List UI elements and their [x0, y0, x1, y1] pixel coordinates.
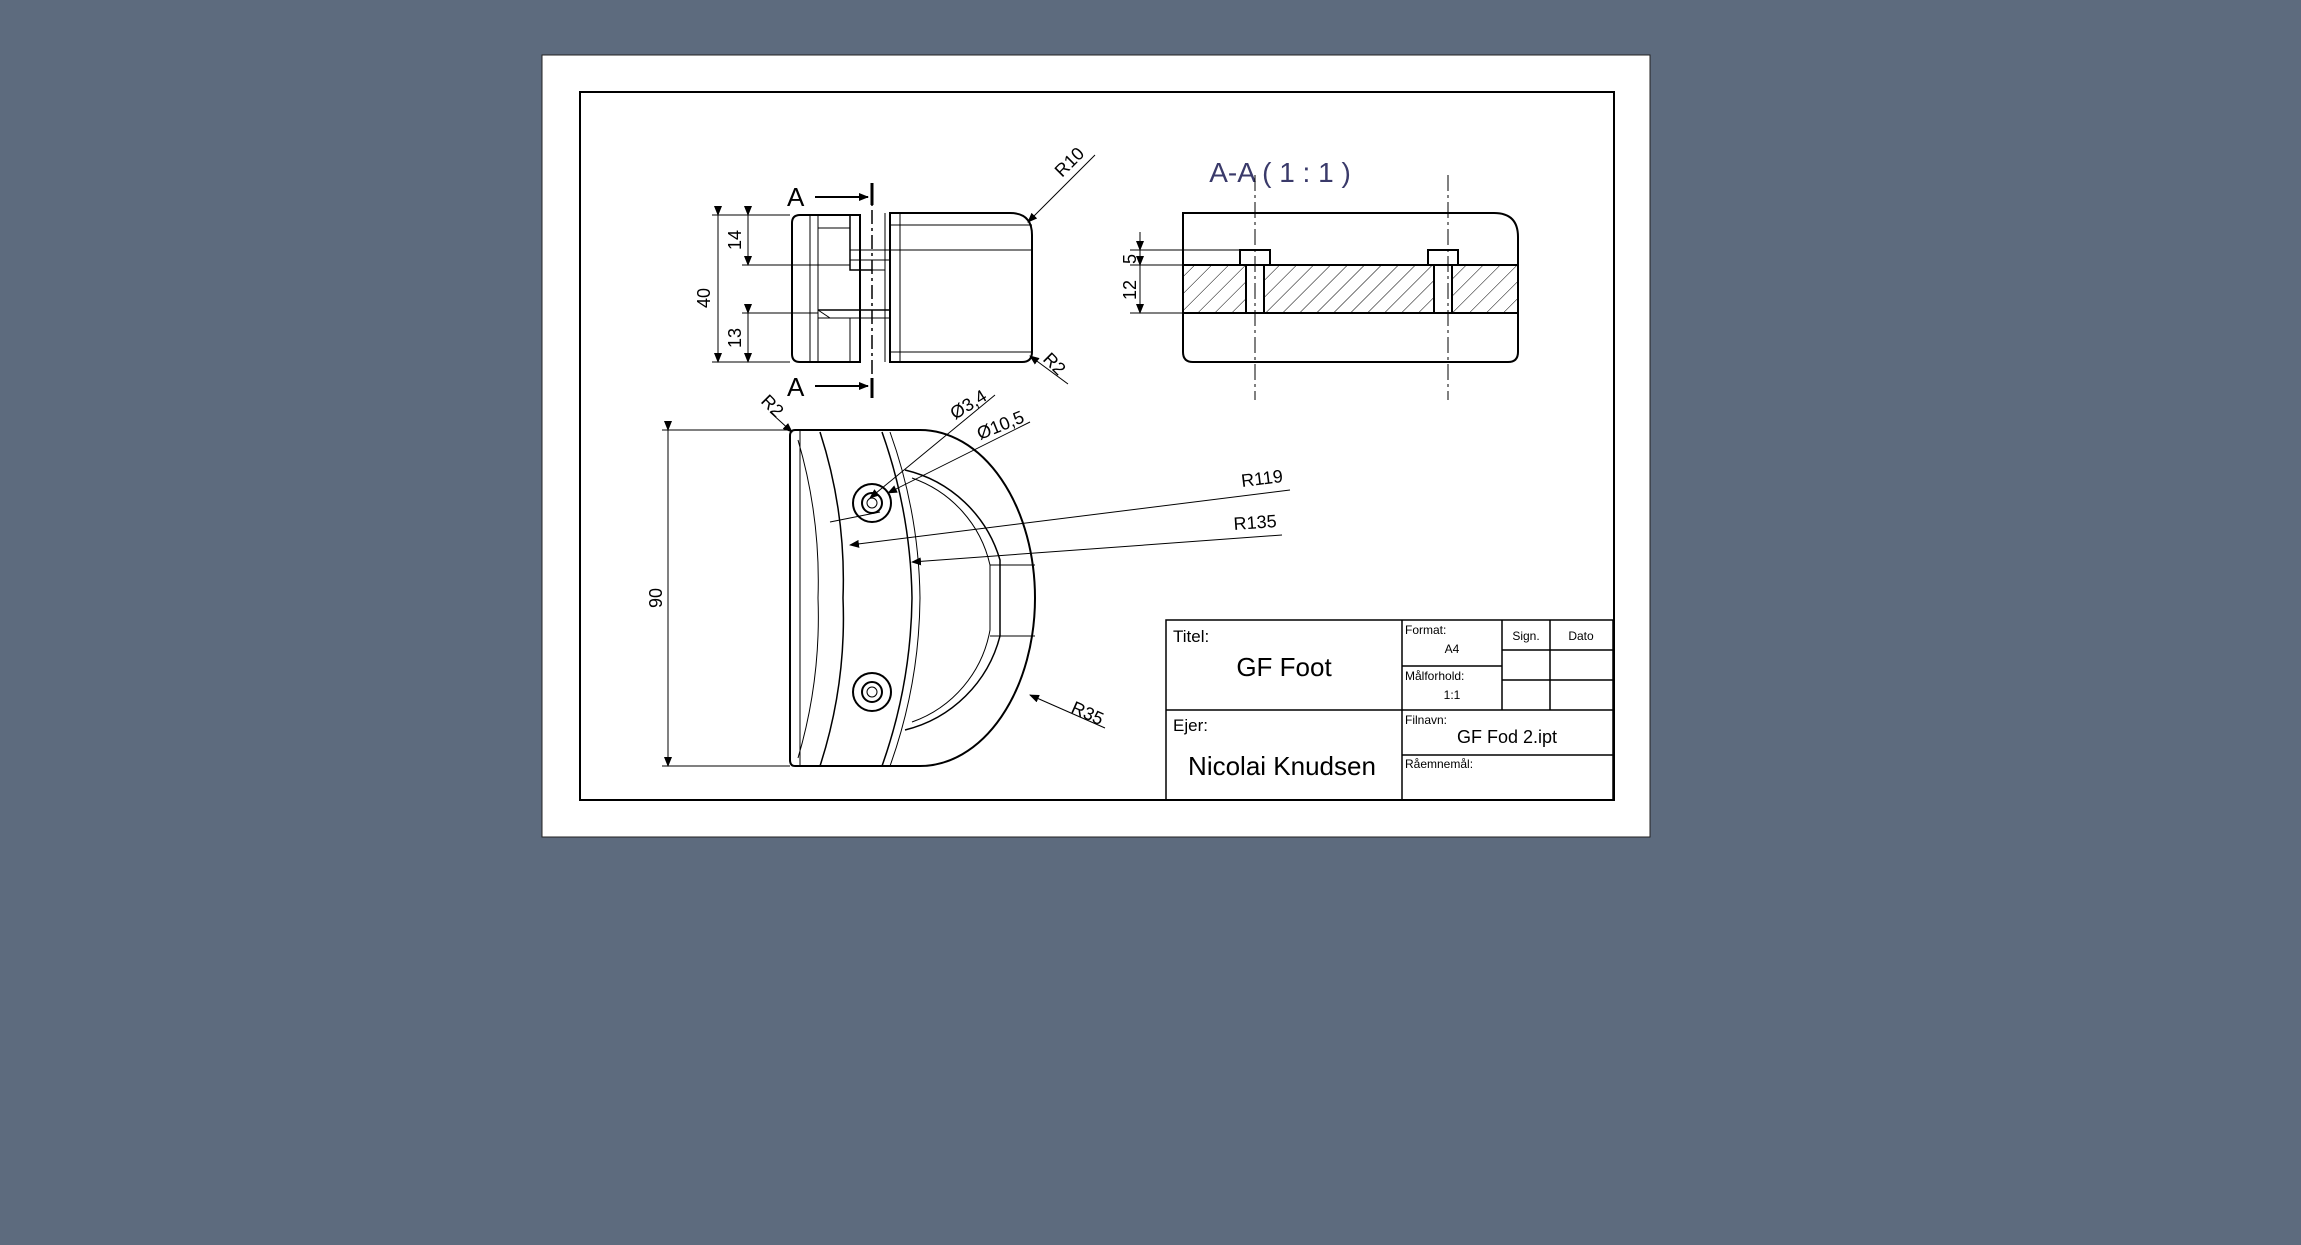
- top-dimensions: [662, 394, 1291, 767]
- dim-radius-r135: R135: [1233, 511, 1277, 534]
- format-value: A4: [1445, 642, 1460, 656]
- malforhold-value: 1:1: [1444, 688, 1461, 702]
- section-marker-top: A: [787, 182, 805, 212]
- front-view: [791, 212, 1033, 363]
- dim-section-12: 12: [1120, 280, 1140, 300]
- section-marker-bottom: A: [787, 372, 805, 402]
- raemnemal-label: Råemnemål:: [1405, 757, 1473, 771]
- top-view: [789, 429, 1036, 767]
- sign-label: Sign.: [1512, 629, 1539, 643]
- dim-front-bottom: 13: [725, 328, 745, 348]
- dim-front-total-height: 40: [694, 288, 714, 308]
- malforhold-label: Målforhold:: [1405, 669, 1464, 683]
- titel-value: GF Foot: [1236, 652, 1332, 682]
- section-view: [1182, 212, 1519, 363]
- section-dimensions: [1130, 232, 1240, 314]
- ejer-value: Nicolai Knudsen: [1188, 751, 1376, 781]
- front-dimensions: [712, 154, 1096, 385]
- dim-front-top: 14: [725, 230, 745, 250]
- titel-label: Titel:: [1173, 627, 1209, 646]
- title-block: [1165, 619, 1614, 801]
- drawing-border: [579, 91, 1615, 801]
- filnavn-value: GF Fod 2.ipt: [1457, 727, 1557, 747]
- dim-top-height: 90: [646, 588, 666, 608]
- ejer-label: Ejer:: [1173, 716, 1208, 735]
- section-view-title: A-A ( 1 : 1 ): [1209, 157, 1351, 188]
- format-label: Format:: [1405, 623, 1446, 637]
- filnavn-label: Filnavn:: [1405, 713, 1447, 727]
- drawing-sheet: [541, 54, 1651, 838]
- dato-label: Dato: [1568, 629, 1594, 643]
- dim-section-5: 5: [1120, 254, 1140, 264]
